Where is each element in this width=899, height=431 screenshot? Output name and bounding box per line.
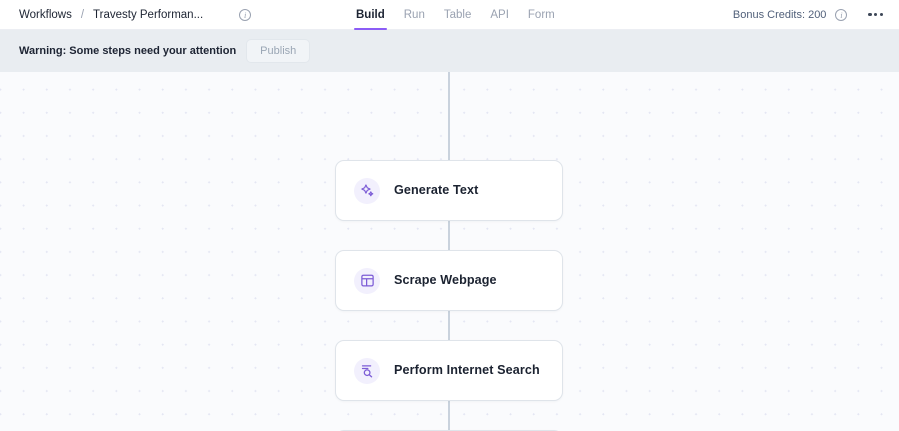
credits-info-icon[interactable]: i (835, 8, 848, 21)
tab-run[interactable]: Run (403, 9, 425, 21)
workflow-node-generate-text[interactable]: Generate Text (335, 160, 563, 221)
breadcrumb-workflows-link[interactable]: Workflows (19, 8, 72, 21)
layout-panel-icon (354, 267, 380, 294)
publish-button[interactable]: Publish (246, 39, 311, 63)
main-tabs: Build Run Table API Form (354, 0, 555, 30)
breadcrumb-separator: / (80, 8, 85, 21)
workflow-node-perform-internet-search[interactable]: Perform Internet Search (335, 340, 563, 401)
node-title: Generate Text (394, 182, 479, 197)
node-title: Scrape Webpage (394, 272, 497, 287)
kebab-menu-icon[interactable] (868, 12, 883, 17)
workflow-info-icon[interactable]: i (239, 8, 252, 21)
tab-api[interactable]: API (490, 9, 509, 21)
search-list-icon (354, 357, 380, 384)
tab-table[interactable]: Table (443, 9, 472, 21)
breadcrumb: Workflows / Travesty Performan... i (0, 8, 252, 21)
warning-message: Warning: Some steps need your attention (19, 45, 237, 57)
workflow-canvas[interactable]: Generate Text Scrape Webpage Perform Int… (0, 72, 899, 431)
tab-form[interactable]: Form (527, 9, 555, 21)
top-bar-right: Bonus Credits: 200 i (732, 8, 899, 21)
top-bar: Workflows / Travesty Performan... i Buil… (0, 0, 899, 30)
breadcrumb-current-workflow[interactable]: Travesty Performan... (93, 8, 204, 21)
node-title: Perform Internet Search (394, 362, 540, 377)
tab-build[interactable]: Build (354, 0, 387, 30)
bonus-credits-label: Bonus Credits: 200 (732, 8, 827, 21)
sparkle-icon (354, 177, 380, 204)
warning-bar: Warning: Some steps need your attention … (0, 30, 899, 72)
workflow-node-scrape-webpage[interactable]: Scrape Webpage (335, 250, 563, 311)
